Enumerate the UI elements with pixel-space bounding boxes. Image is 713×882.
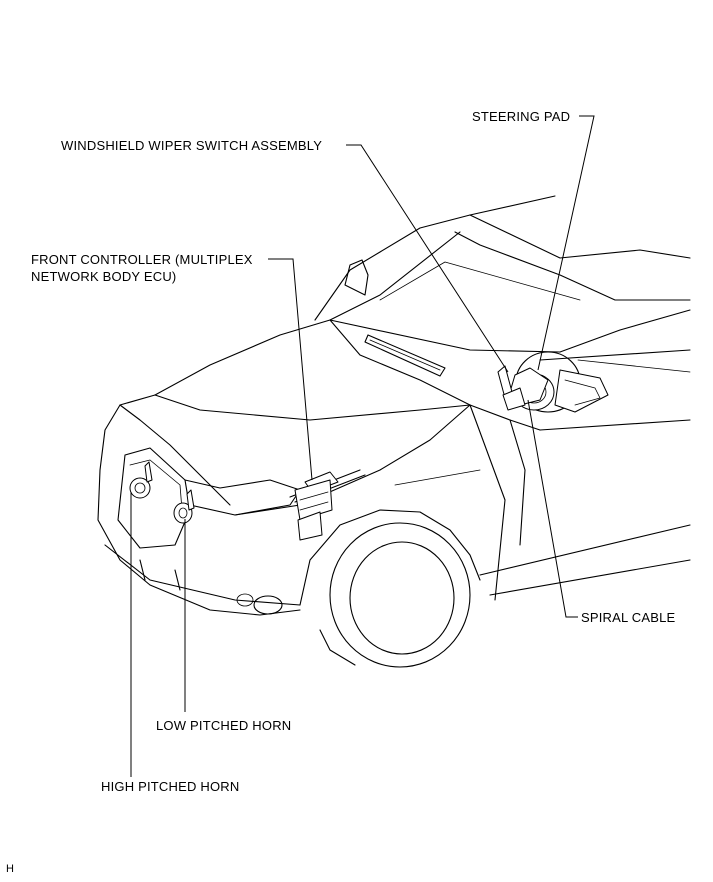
car-body — [97, 195, 691, 668]
high-pitched-horn — [129, 461, 153, 499]
leader-lines — [130, 115, 595, 777]
steering-pad-label: STEERING PAD — [472, 109, 571, 124]
low-horn-label: LOW PITCHED HORN — [156, 718, 292, 733]
front-controller — [294, 471, 339, 541]
low-pitched-horn — [173, 489, 195, 524]
spiral-cable-label: SPIRAL CABLE — [581, 610, 676, 625]
wiper-switch-label: WINDSHIELD WIPER SWITCH ASSEMBLY — [61, 138, 323, 153]
front-controller-label: FRONT CONTROLLER (MULTIPLEX NETWORK BODY… — [31, 252, 253, 284]
high-horn-label: HIGH PITCHED HORN — [101, 779, 240, 794]
wiper-switch — [497, 365, 526, 411]
corner-mark: H — [6, 863, 15, 875]
